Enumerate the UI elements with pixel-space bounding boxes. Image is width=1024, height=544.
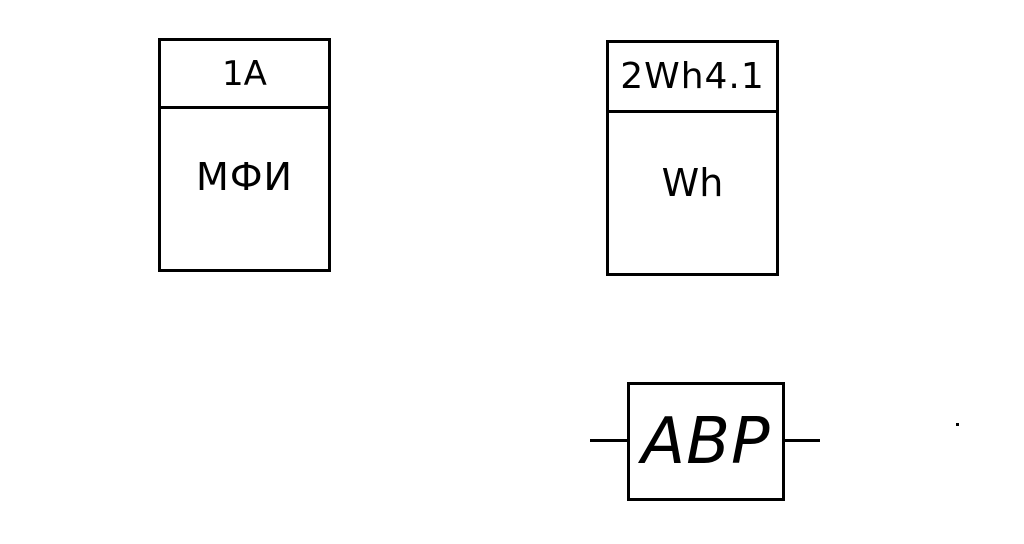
- abr-right-lead: [782, 439, 820, 442]
- symbol-label: Wh: [661, 161, 724, 205]
- symbol-label: МФИ: [196, 155, 293, 199]
- symbol-designation: 2Wh4.1: [620, 56, 765, 97]
- symbol-header: 1A: [161, 41, 328, 109]
- symbol-designation: 1A: [222, 53, 267, 94]
- abr-symbol: АВР: [590, 380, 822, 504]
- abr-box: АВР: [627, 382, 785, 501]
- abr-left-lead: [590, 439, 630, 442]
- stray-dot: [956, 423, 959, 426]
- symbol-header: 2Wh4.1: [609, 43, 776, 113]
- symbol-box-2wh: 2Wh4.1 Wh: [606, 40, 779, 276]
- symbol-box-1a: 1A МФИ: [158, 38, 331, 272]
- abr-label: АВР: [641, 404, 771, 479]
